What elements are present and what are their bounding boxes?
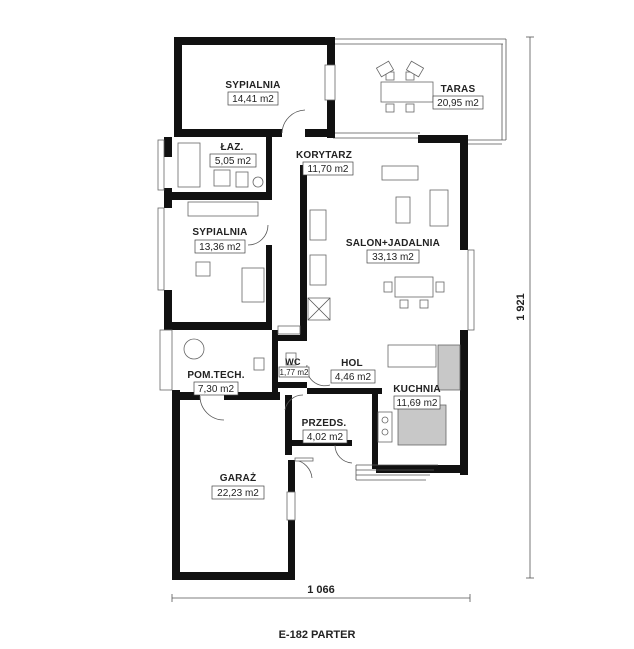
room-label-salon: SALON+JADALNIA 33,13 m2 <box>346 238 440 264</box>
kitchen-counter <box>437 344 461 391</box>
room-area: 1,77 m2 <box>280 368 309 377</box>
room-label-przeds: PRZEDS. 4,02 m2 <box>302 418 348 444</box>
room-name: ŁAZ. <box>220 142 243 153</box>
room-label-sypialnia-1: SYPIALNIA 14,41 m2 <box>225 80 280 106</box>
plan-caption: E-182 PARTER <box>279 629 356 641</box>
terrace <box>333 38 507 145</box>
room-area: 7,30 m2 <box>198 384 235 395</box>
room-name: WC <box>285 357 301 367</box>
entrance-steps <box>355 464 438 481</box>
dimension-width-label: 1 066 <box>307 584 335 596</box>
room-area: 11,70 m2 <box>308 164 349 175</box>
room-area: 14,41 m2 <box>232 94 274 105</box>
kitchen-island <box>397 404 447 446</box>
room-label-pomtech: POM.TECH. 7,30 m2 <box>187 370 244 396</box>
room-name: SALON+JADALNIA <box>346 238 440 249</box>
windows <box>157 64 475 521</box>
room-label-sypialnia-2: SYPIALNIA 13,36 m2 <box>192 227 247 254</box>
room-area: 13,36 m2 <box>199 242 241 253</box>
room-label-kuchnia: KUCHNIA 11,69 m2 <box>393 384 441 410</box>
furniture <box>177 60 461 446</box>
room-label-garaz: GARAŻ 22,23 m2 <box>211 471 265 500</box>
room-area: 11,69 m2 <box>397 398 438 409</box>
room-name: KUCHNIA <box>393 384 441 395</box>
room-label-hol: HOL 4,46 m2 <box>330 358 376 384</box>
room-name: TARAS <box>441 84 476 95</box>
room-name: POM.TECH. <box>187 370 244 381</box>
room-area: 33,13 m2 <box>372 252 414 263</box>
room-area: 20,95 m2 <box>437 98 479 109</box>
room-name: SYPIALNIA <box>225 80 280 91</box>
room-area: 4,02 m2 <box>307 432 344 443</box>
room-label-korytarz: KORYTARZ 11,70 m2 <box>296 150 354 176</box>
dimension-depth: 1 921 <box>515 36 534 579</box>
dimension-width: 1 066 <box>171 584 471 602</box>
room-name: KORYTARZ <box>296 150 352 161</box>
room-name: SYPIALNIA <box>192 227 247 238</box>
room-name: HOL <box>341 358 363 369</box>
dimension-depth-label: 1 921 <box>515 293 527 321</box>
room-label-wc: WC 1,77 m2 <box>278 357 310 378</box>
room-label-laz: ŁAZ. 5,05 m2 <box>209 142 257 168</box>
room-area: 4,46 m2 <box>335 372 372 383</box>
room-area: 22,23 m2 <box>217 488 259 499</box>
room-name: PRZEDS. <box>302 418 347 429</box>
room-name: GARAŻ <box>220 471 257 484</box>
room-label-taras: TARAS 20,95 m2 <box>432 84 484 110</box>
walls <box>164 37 468 580</box>
doors <box>199 109 353 479</box>
room-area: 5,05 m2 <box>215 156 252 167</box>
